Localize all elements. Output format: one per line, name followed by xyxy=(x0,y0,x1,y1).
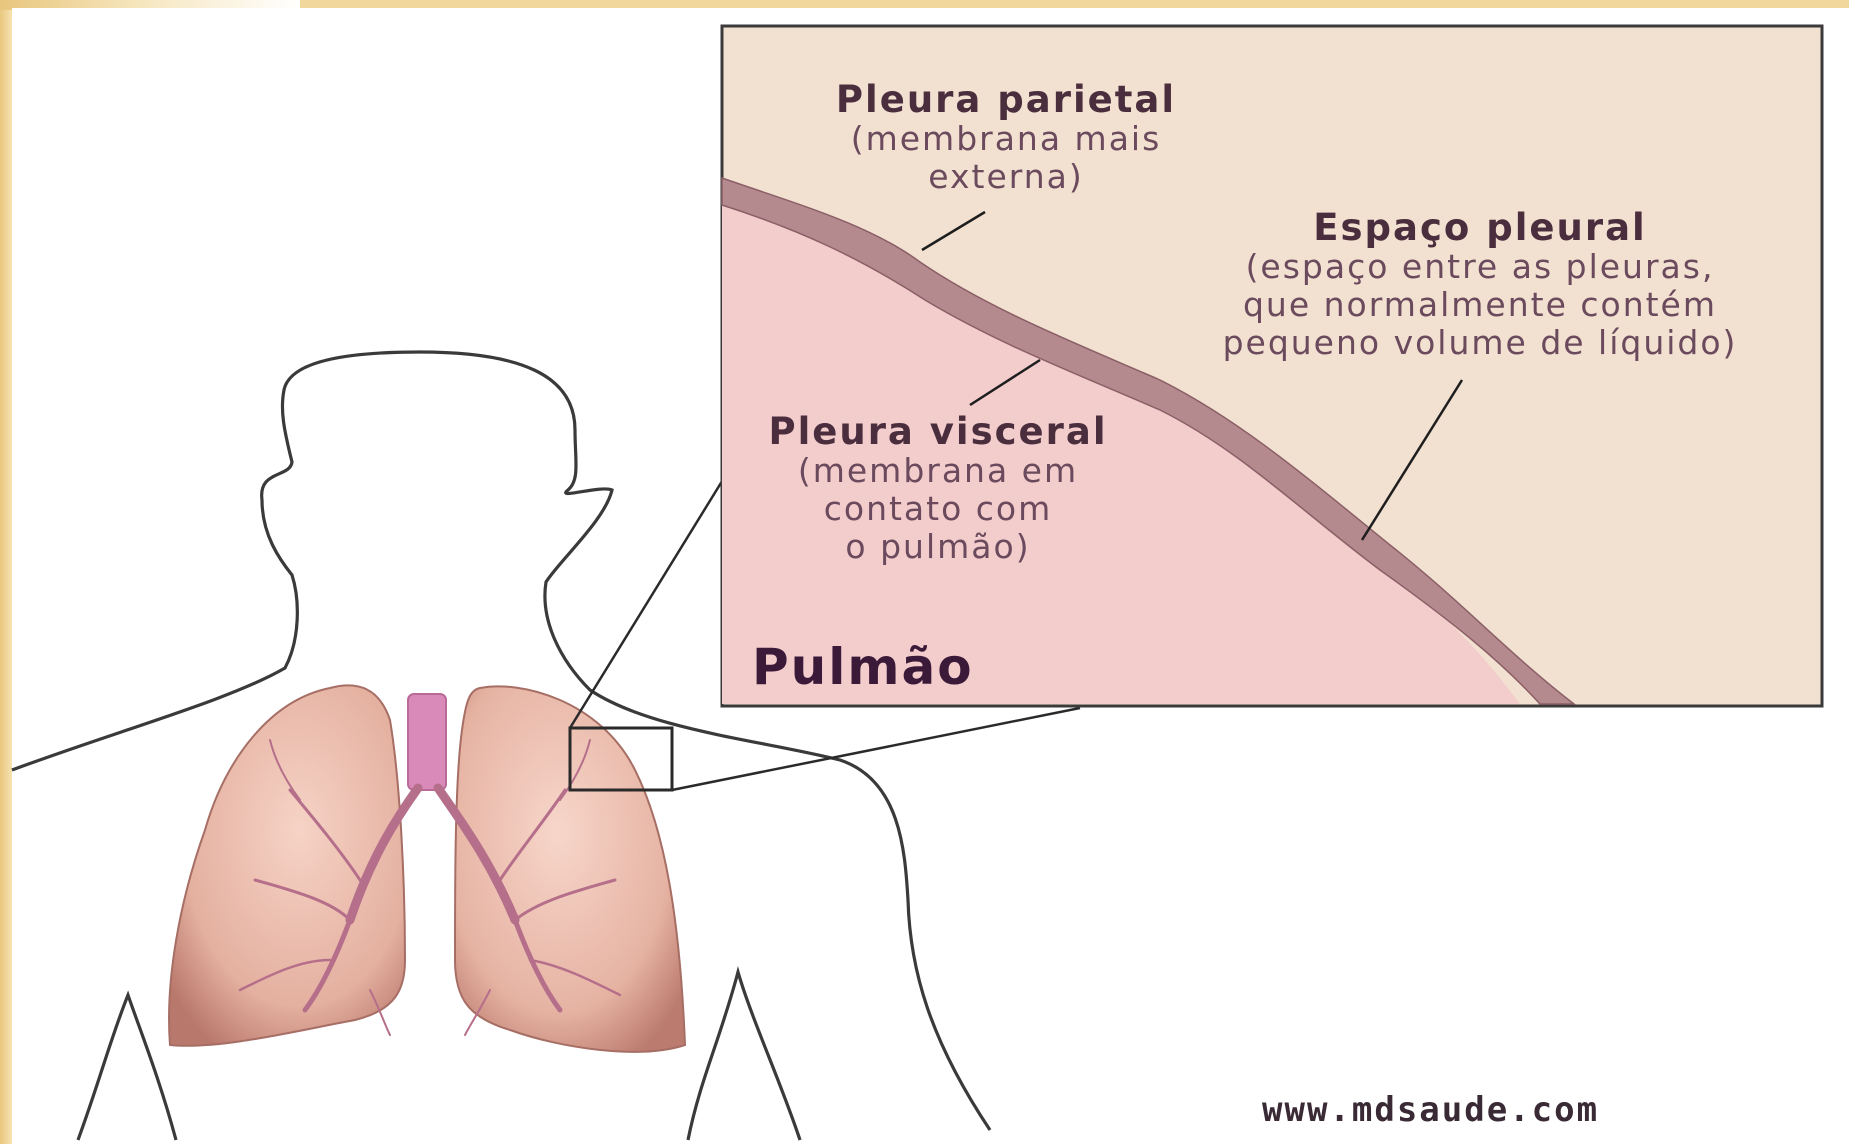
trachea xyxy=(408,694,446,790)
visceral-label: Pleura visceral (membrana em contato com… xyxy=(728,412,1148,566)
pleural-space-title: Espaço pleural xyxy=(1150,208,1810,248)
parietal-label: Pleura parietal (membrana mais externa) xyxy=(776,80,1236,196)
pleural-space-desc-line-1: (espaço entre as pleuras, xyxy=(1150,248,1810,286)
visceral-desc-line-2: contato com xyxy=(728,490,1148,528)
visceral-desc-line-3: o pulmão) xyxy=(728,528,1148,566)
zoom-line-top xyxy=(570,478,724,728)
right-arm-line xyxy=(688,972,800,1140)
parietal-desc-line-2: externa) xyxy=(776,158,1236,196)
left-arm-line xyxy=(78,995,176,1140)
source-credit: www.mdsaude.com xyxy=(1262,1090,1599,1130)
visceral-desc-line-1: (membrana em xyxy=(728,452,1148,490)
pleural-space-label: Espaço pleural (espaço entre as pleuras,… xyxy=(1150,208,1810,362)
parietal-title: Pleura parietal xyxy=(776,80,1236,120)
lung-label: Pulmão xyxy=(752,638,974,696)
zoom-line-bottom xyxy=(672,708,1080,790)
pleural-space-desc-line-2: que normalmente contém xyxy=(1150,286,1810,324)
visceral-title: Pleura visceral xyxy=(728,412,1148,452)
parietal-desc-line-1: (membrana mais xyxy=(776,120,1236,158)
pleural-space-desc-line-3: pequeno volume de líquido) xyxy=(1150,324,1810,362)
